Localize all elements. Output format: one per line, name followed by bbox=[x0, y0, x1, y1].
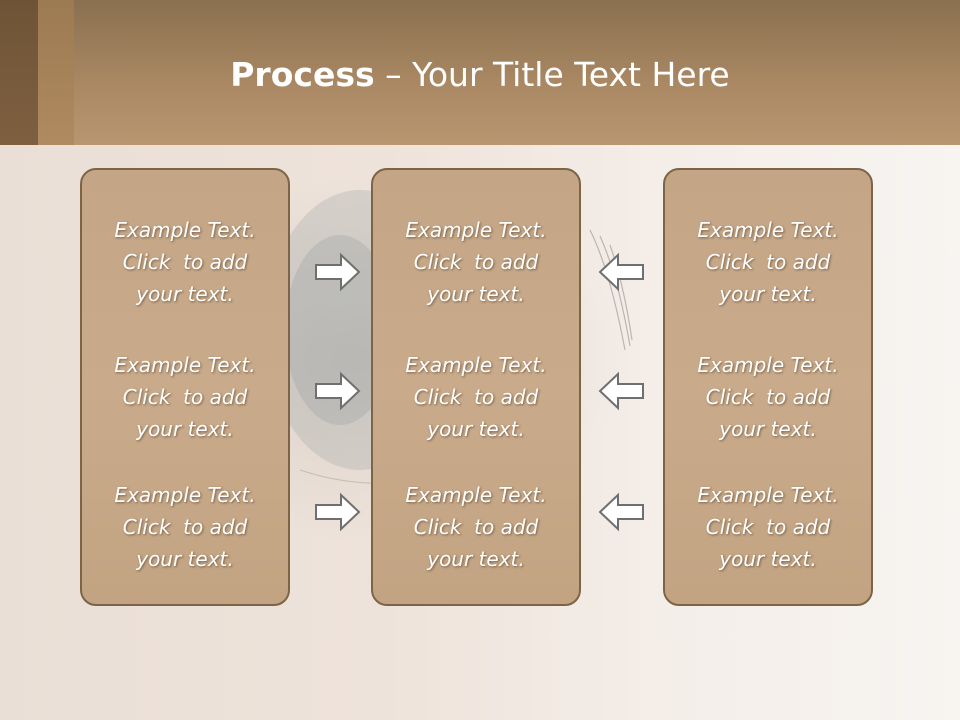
item-line: Click to add bbox=[413, 385, 539, 409]
text-item[interactable]: Example Text. Click to add your text. bbox=[665, 214, 871, 310]
item-line: Example Text. bbox=[697, 483, 839, 507]
item-line: Example Text. bbox=[114, 218, 256, 242]
text-item[interactable]: Example Text. Click to add your text. bbox=[373, 349, 579, 445]
right-arrow-icon bbox=[315, 252, 361, 292]
text-item[interactable]: Example Text. Click to add your text. bbox=[665, 479, 871, 575]
item-line: Example Text. bbox=[405, 218, 547, 242]
item-line: Click to add bbox=[413, 250, 539, 274]
text-item[interactable]: Example Text. Click to add your text. bbox=[665, 349, 871, 445]
center-panel[interactable]: Example Text. Click to add your text. Ex… bbox=[371, 168, 581, 606]
slide-title[interactable]: Process – Your Title Text Here bbox=[0, 50, 960, 100]
item-line: Example Text. bbox=[405, 353, 547, 377]
item-line: your text. bbox=[427, 417, 525, 441]
text-item[interactable]: Example Text. Click to add your text. bbox=[82, 214, 288, 310]
left-arrow-icon bbox=[598, 252, 644, 292]
item-line: your text. bbox=[136, 282, 234, 306]
item-line: Example Text. bbox=[697, 218, 839, 242]
item-line: Click to add bbox=[413, 515, 539, 539]
item-line: Click to add bbox=[705, 515, 831, 539]
item-line: Example Text. bbox=[405, 483, 547, 507]
item-line: your text. bbox=[427, 282, 525, 306]
banner-accent-dark bbox=[0, 0, 38, 145]
title-bold: Process bbox=[230, 55, 375, 94]
right-panel[interactable]: Example Text. Click to add your text. Ex… bbox=[663, 168, 873, 606]
item-line: Click to add bbox=[705, 385, 831, 409]
item-line: Example Text. bbox=[114, 483, 256, 507]
item-line: Click to add bbox=[705, 250, 831, 274]
item-line: your text. bbox=[719, 417, 817, 441]
title-rest: – Your Title Text Here bbox=[374, 55, 730, 94]
item-line: Example Text. bbox=[697, 353, 839, 377]
text-item[interactable]: Example Text. Click to add your text. bbox=[373, 479, 579, 575]
item-line: Click to add bbox=[122, 385, 248, 409]
item-line: Click to add bbox=[122, 515, 248, 539]
item-line: your text. bbox=[136, 547, 234, 571]
item-line: your text. bbox=[719, 282, 817, 306]
right-arrow-icon bbox=[315, 492, 361, 532]
title-banner: Process – Your Title Text Here bbox=[0, 0, 960, 145]
item-line: Click to add bbox=[122, 250, 248, 274]
item-line: your text. bbox=[136, 417, 234, 441]
banner-accent-light bbox=[38, 0, 74, 145]
left-panel[interactable]: Example Text. Click to add your text. Ex… bbox=[80, 168, 290, 606]
right-arrow-icon bbox=[315, 371, 361, 411]
text-item[interactable]: Example Text. Click to add your text. bbox=[373, 214, 579, 310]
item-line: your text. bbox=[427, 547, 525, 571]
item-line: Example Text. bbox=[114, 353, 256, 377]
item-line: your text. bbox=[719, 547, 817, 571]
text-item[interactable]: Example Text. Click to add your text. bbox=[82, 349, 288, 445]
text-item[interactable]: Example Text. Click to add your text. bbox=[82, 479, 288, 575]
left-arrow-icon bbox=[598, 492, 644, 532]
left-arrow-icon bbox=[598, 371, 644, 411]
